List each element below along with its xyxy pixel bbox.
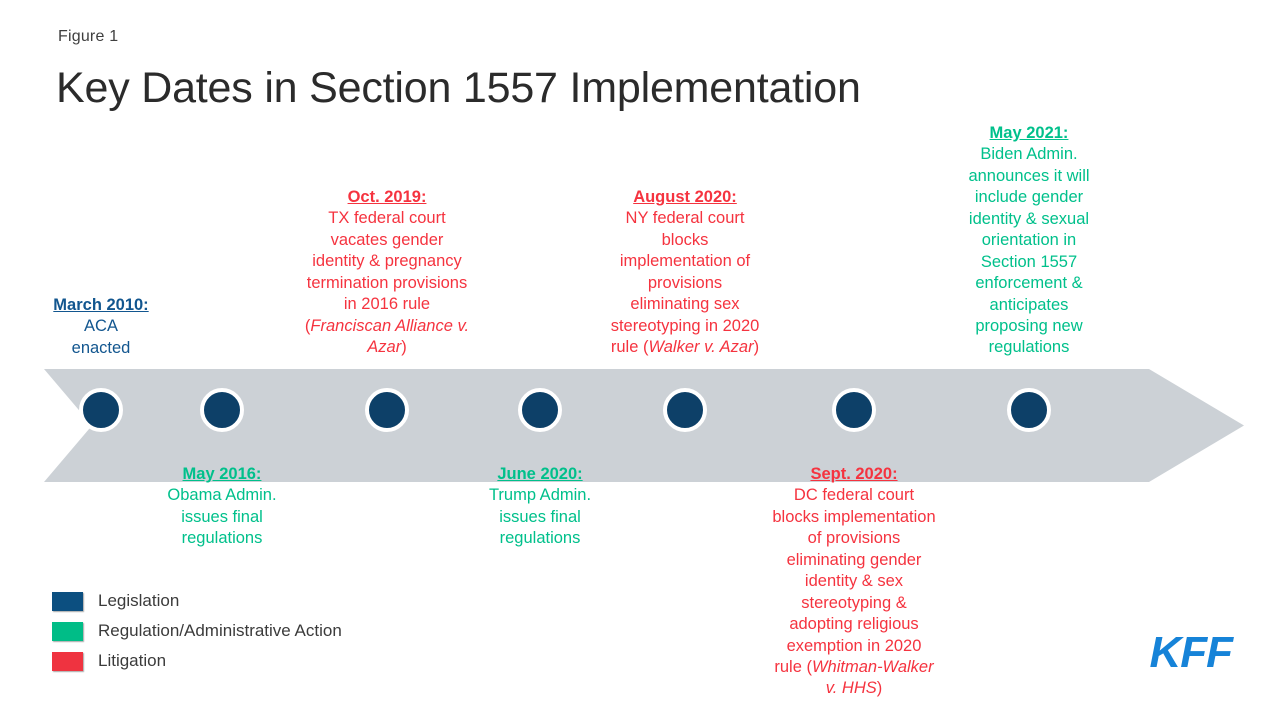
- timeline-node-2[interactable]: [200, 388, 244, 432]
- event-body-march-2010: ACA enacted: [71, 317, 131, 357]
- event-case-sept-2020: Whitman-Walker v. HHS: [811, 657, 934, 698]
- timeline-event-may-2016: May 2016: Obama Admin. issues final regul…: [158, 464, 286, 550]
- event-body-tail-august-2020: ): [753, 338, 760, 357]
- timeline-event-august-2020: August 2020: NY federal court blocks impl…: [610, 187, 760, 359]
- legend-item-legislation: Legislation: [52, 586, 342, 616]
- timeline-arrow: [44, 369, 1244, 482]
- legend-swatch-legislation: [52, 591, 83, 611]
- legend-label-litigation: Litigation: [98, 651, 167, 670]
- timeline-node-3[interactable]: [365, 388, 409, 432]
- event-body-june-2020: Trump Admin. issues final regulations: [488, 486, 592, 548]
- event-body-tail-sept-2020: ): [876, 679, 883, 698]
- event-date-sept-2020: Sept. 2020:: [810, 465, 898, 483]
- legend-item-regulation: Regulation/Administrative Action: [52, 616, 342, 646]
- timeline-node-4[interactable]: [518, 388, 562, 432]
- event-body-may-2016: Obama Admin. issues final regulations: [167, 486, 277, 548]
- event-date-may-2016: May 2016:: [182, 465, 262, 483]
- timeline-event-may-2021: May 2021: Biden Admin. announces it will …: [954, 123, 1104, 359]
- event-date-august-2020: August 2020:: [633, 188, 737, 206]
- timeline-node-7[interactable]: [1007, 388, 1051, 432]
- event-body-sept-2020: DC federal court blocks implementation o…: [772, 486, 936, 676]
- event-date-may-2021: May 2021:: [989, 124, 1069, 142]
- timeline-node-6[interactable]: [832, 388, 876, 432]
- event-date-june-2020: June 2020:: [497, 465, 583, 483]
- legend-label-legislation: Legislation: [98, 591, 180, 610]
- event-body-oct-2019: TX federal court vacates gender identity…: [304, 209, 468, 335]
- legend-swatch-regulation: [52, 621, 83, 641]
- figure-label: Figure 1: [58, 28, 119, 45]
- timeline-arrow-shape: [44, 369, 1244, 482]
- legend-item-litigation: Litigation: [52, 646, 342, 676]
- timeline-event-oct-2019: Oct. 2019: TX federal court vacates gende…: [305, 187, 470, 359]
- timeline-node-5[interactable]: [663, 388, 707, 432]
- timeline-event-march-2010: March 2010: ACA enacted: [53, 295, 149, 359]
- timeline-event-june-2020: June 2020: Trump Admin. issues final regu…: [476, 464, 604, 550]
- event-date-oct-2019: Oct. 2019:: [347, 188, 427, 206]
- timeline-node-1[interactable]: [79, 388, 123, 432]
- page-title: Key Dates in Section 1557 Implementation: [56, 64, 861, 112]
- event-case-august-2020: Walker v. Azar: [648, 338, 754, 357]
- event-case-oct-2019: Franciscan Alliance v. Azar: [310, 316, 470, 357]
- kff-logo: KFF: [1149, 628, 1233, 677]
- timeline-event-sept-2020: Sept. 2020: DC federal court blocks imple…: [772, 464, 937, 700]
- legend: Legislation Regulation/Administrative Ac…: [52, 586, 342, 676]
- event-body-august-2020: NY federal court blocks implementation o…: [610, 209, 760, 357]
- event-body-tail-oct-2019: ): [401, 338, 407, 357]
- event-body-may-2021: Biden Admin. announces it will include g…: [968, 145, 1090, 357]
- legend-label-regulation: Regulation/Administrative Action: [98, 621, 342, 640]
- event-date-march-2010: March 2010:: [53, 296, 149, 314]
- legend-swatch-litigation: [52, 651, 83, 671]
